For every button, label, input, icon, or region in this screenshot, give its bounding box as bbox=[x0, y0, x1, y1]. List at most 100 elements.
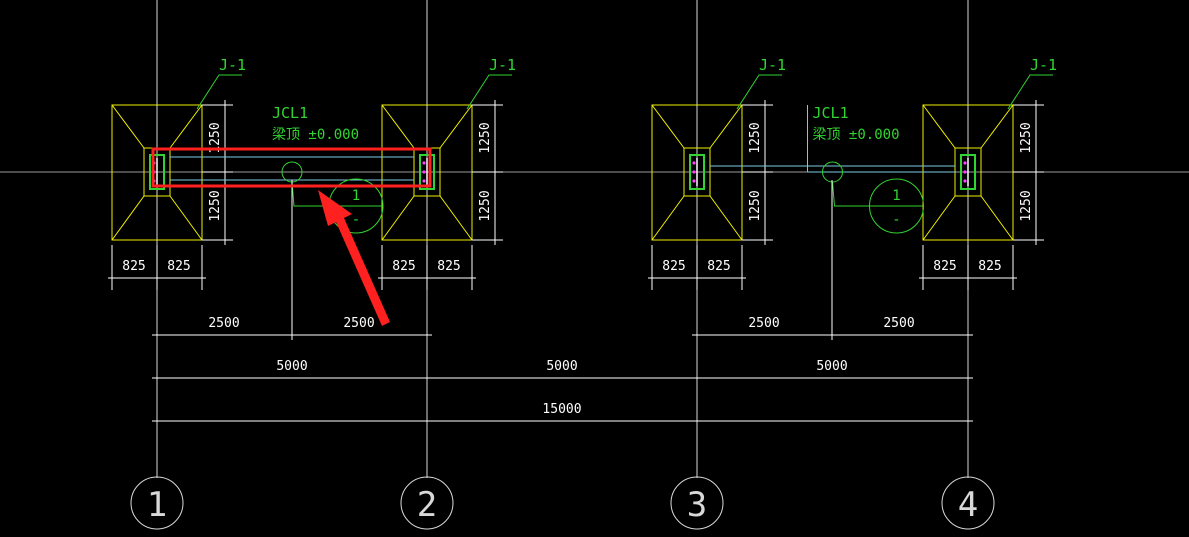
footing-label-leader bbox=[1007, 74, 1053, 110]
red-arrow-icon bbox=[318, 190, 390, 326]
section-sub: - bbox=[352, 212, 360, 228]
column-core bbox=[419, 154, 435, 190]
dim-bottom: 1250 bbox=[478, 190, 493, 221]
dim-top: 1250 bbox=[478, 122, 493, 153]
footing-horizontal-dims bbox=[108, 245, 206, 290]
dim-bay-3: 5000 bbox=[816, 359, 847, 374]
footing-slope-3 bbox=[651, 195, 685, 241]
footing-slope-3 bbox=[111, 195, 145, 241]
footing-slope-2 bbox=[980, 104, 1014, 149]
beam-2: 1 - JCL1 梁顶 ±0.000 bbox=[710, 104, 955, 234]
section-leader bbox=[832, 181, 878, 207]
beam-elevation: 梁顶 ±0.000 bbox=[813, 127, 900, 143]
annotation-layer bbox=[151, 147, 432, 326]
footing-vertical-dims bbox=[742, 100, 773, 245]
footing-slope-1 bbox=[651, 104, 685, 149]
dim-bay-1: 5000 bbox=[276, 359, 307, 374]
footing-horizontal-dims bbox=[378, 245, 476, 290]
axis-circle bbox=[670, 476, 724, 530]
axis-number: 2 bbox=[417, 485, 437, 525]
dimension-texts: 2500 2500 2500 2500 5000 5000 5000 15000 bbox=[208, 316, 914, 417]
axis-bubble-4: 4 bbox=[941, 476, 995, 530]
axis-circle bbox=[941, 476, 995, 530]
dim-top: 1250 bbox=[208, 122, 223, 153]
dim-bay-2: 5000 bbox=[546, 359, 577, 374]
axis-number: 4 bbox=[958, 485, 978, 525]
dim-right: 825 bbox=[167, 259, 190, 274]
dim-half-span-3: 2500 bbox=[748, 316, 779, 331]
footing-label: J-1 bbox=[219, 56, 246, 74]
section-number: 1 bbox=[892, 188, 900, 204]
footing-vertical-dims bbox=[202, 100, 233, 245]
footing-vertical-dims bbox=[472, 100, 503, 245]
axis-bubbles: 1 2 3 4 bbox=[130, 476, 995, 530]
dim-left: 825 bbox=[662, 259, 685, 274]
footing-4: J-1 1250 1250 825 825 bbox=[919, 56, 1057, 290]
footing-vertical-dims bbox=[1013, 100, 1044, 245]
footing-slope-4 bbox=[980, 195, 1014, 241]
axis-number: 3 bbox=[687, 485, 707, 525]
highlight-box bbox=[151, 147, 432, 188]
footing-label: J-1 bbox=[489, 56, 516, 74]
footing-label-leader bbox=[736, 74, 782, 110]
footing-horizontal-dims bbox=[648, 245, 746, 290]
rebar-dot-1 bbox=[692, 161, 696, 165]
column-core bbox=[149, 154, 165, 190]
rebar-dot-3 bbox=[963, 179, 967, 183]
dim-half-span-4: 2500 bbox=[883, 316, 914, 331]
footing-3: J-1 1250 1250 825 825 bbox=[648, 56, 786, 290]
beam-name: JCL1 bbox=[813, 104, 849, 122]
axis-number: 1 bbox=[147, 485, 167, 525]
footing-label: J-1 bbox=[1030, 56, 1057, 74]
rebar-dot-1 bbox=[422, 161, 426, 165]
beam-name: JCL1 bbox=[272, 104, 308, 122]
footing-slope-1 bbox=[922, 104, 956, 149]
footing-horizontal-dims bbox=[919, 245, 1017, 290]
column-core bbox=[960, 154, 976, 190]
dim-top: 1250 bbox=[748, 122, 763, 153]
footing-slope-3 bbox=[381, 195, 415, 241]
footing-slope-1 bbox=[381, 104, 415, 149]
footing-slope-4 bbox=[709, 195, 743, 241]
axis-bubble-3: 3 bbox=[670, 476, 724, 530]
footing-slope-2 bbox=[439, 104, 473, 149]
dim-total: 15000 bbox=[542, 402, 581, 417]
axis-bubble-1: 1 bbox=[130, 476, 184, 530]
dimension-layer bbox=[152, 180, 973, 422]
rebar-dot-1 bbox=[963, 161, 967, 165]
dim-bottom: 1250 bbox=[208, 190, 223, 221]
dim-right: 825 bbox=[707, 259, 730, 274]
rebar-dot-2 bbox=[692, 170, 696, 174]
footing-slope-2 bbox=[169, 104, 203, 149]
dim-top: 1250 bbox=[1019, 122, 1034, 153]
grid-lines bbox=[0, 0, 1189, 478]
dim-left: 825 bbox=[122, 259, 145, 274]
footing-slope-1 bbox=[111, 104, 145, 149]
rebar-dot-2 bbox=[963, 170, 967, 174]
dim-right: 825 bbox=[978, 259, 1001, 274]
footing-slope-2 bbox=[709, 104, 743, 149]
footing-slope-4 bbox=[169, 195, 203, 241]
beam-elevation: 梁顶 ±0.000 bbox=[272, 127, 359, 143]
footings-layer: J-1 1250 1250 825 825 J-1 1250 1250 825 825 J-1 125… bbox=[108, 56, 1057, 290]
footing-label-leader bbox=[196, 74, 242, 110]
axis-bubble-2: 2 bbox=[400, 476, 454, 530]
dim-bottom: 1250 bbox=[748, 190, 763, 221]
footing-label: J-1 bbox=[759, 56, 786, 74]
column-box bbox=[683, 147, 711, 197]
footing-2: J-1 1250 1250 825 825 bbox=[378, 56, 516, 290]
axis-circle bbox=[130, 476, 184, 530]
dim-half-span-1: 2500 bbox=[208, 316, 239, 331]
section-sub: - bbox=[892, 212, 900, 228]
dim-left: 825 bbox=[933, 259, 956, 274]
footing-1: J-1 1250 1250 825 825 bbox=[108, 56, 246, 290]
section-number: 1 bbox=[352, 188, 360, 204]
dim-right: 825 bbox=[437, 259, 460, 274]
rebar-dot-3 bbox=[692, 179, 696, 183]
dim-left: 825 bbox=[392, 259, 415, 274]
dim-bottom: 1250 bbox=[1019, 190, 1034, 221]
rebar-dot-3 bbox=[422, 179, 426, 183]
footing-slope-4 bbox=[439, 195, 473, 241]
